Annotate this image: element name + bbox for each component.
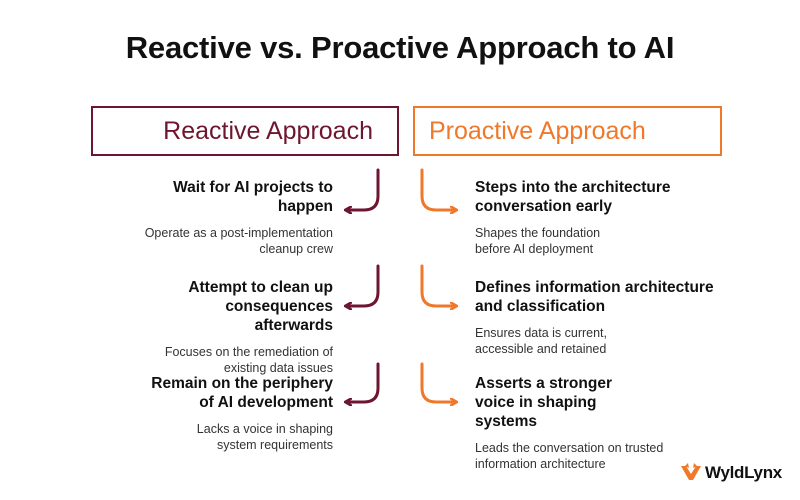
wyldlynx-logo-text: WyldLynx: [705, 463, 782, 482]
proactive-item: Asserts a stronger voice in shaping syst…: [475, 374, 795, 472]
proactive-item: Defines information architecture and cla…: [475, 278, 795, 357]
proactive-approach-box: Proactive Approach: [413, 106, 722, 156]
reactive-item: Attempt to clean up consequences afterwa…: [23, 278, 333, 376]
reactive-item: Remain on the periphery of AI developmen…: [23, 374, 333, 453]
reactive-item-description: Focuses on the remediation of existing d…: [164, 345, 333, 375]
reactive-item: Wait for AI projects to happen Operate a…: [23, 178, 333, 257]
proactive-item-heading: Steps into the architecture conversation…: [475, 179, 671, 215]
proactive-arrow-icon: [420, 264, 456, 306]
reactive-approach-label: Reactive Approach: [163, 116, 373, 145]
reactive-item-heading: Attempt to clean up consequences afterwa…: [188, 279, 333, 334]
proactive-item-heading: Defines information architecture and cla…: [475, 279, 714, 315]
proactive-approach-label: Proactive Approach: [429, 116, 646, 145]
reactive-item-heading: Wait for AI projects to happen: [173, 179, 333, 215]
wyldlynx-logo: WyldLynx: [680, 462, 782, 484]
reactive-arrow-icon: [346, 264, 380, 306]
proactive-item: Steps into the architecture conversation…: [475, 178, 795, 257]
reactive-item-heading: Remain on the periphery of AI developmen…: [151, 375, 333, 411]
proactive-item-description: Shapes the foundation before AI deployme…: [475, 226, 601, 256]
page-title: Reactive vs. Proactive Approach to AI: [125, 30, 675, 65]
proactive-item-description: Leads the conversation on trusted inform…: [475, 441, 664, 471]
reactive-item-description: Lacks a voice in shaping system requirem…: [196, 422, 333, 452]
reactive-arrow-icon: [346, 168, 380, 210]
proactive-item-description: Ensures data is current, accessible and …: [475, 326, 608, 356]
proactive-item-heading: Asserts a stronger voice in shaping syst…: [475, 375, 612, 430]
reactive-arrow-icon: [346, 362, 380, 402]
proactive-arrow-icon: [420, 168, 456, 210]
wyldlynx-logo-icon: [681, 463, 701, 480]
proactive-arrow-icon: [420, 362, 456, 402]
reactive-approach-box: Reactive Approach: [91, 106, 399, 156]
reactive-item-description: Operate as a post-implementation cleanup…: [144, 226, 333, 256]
